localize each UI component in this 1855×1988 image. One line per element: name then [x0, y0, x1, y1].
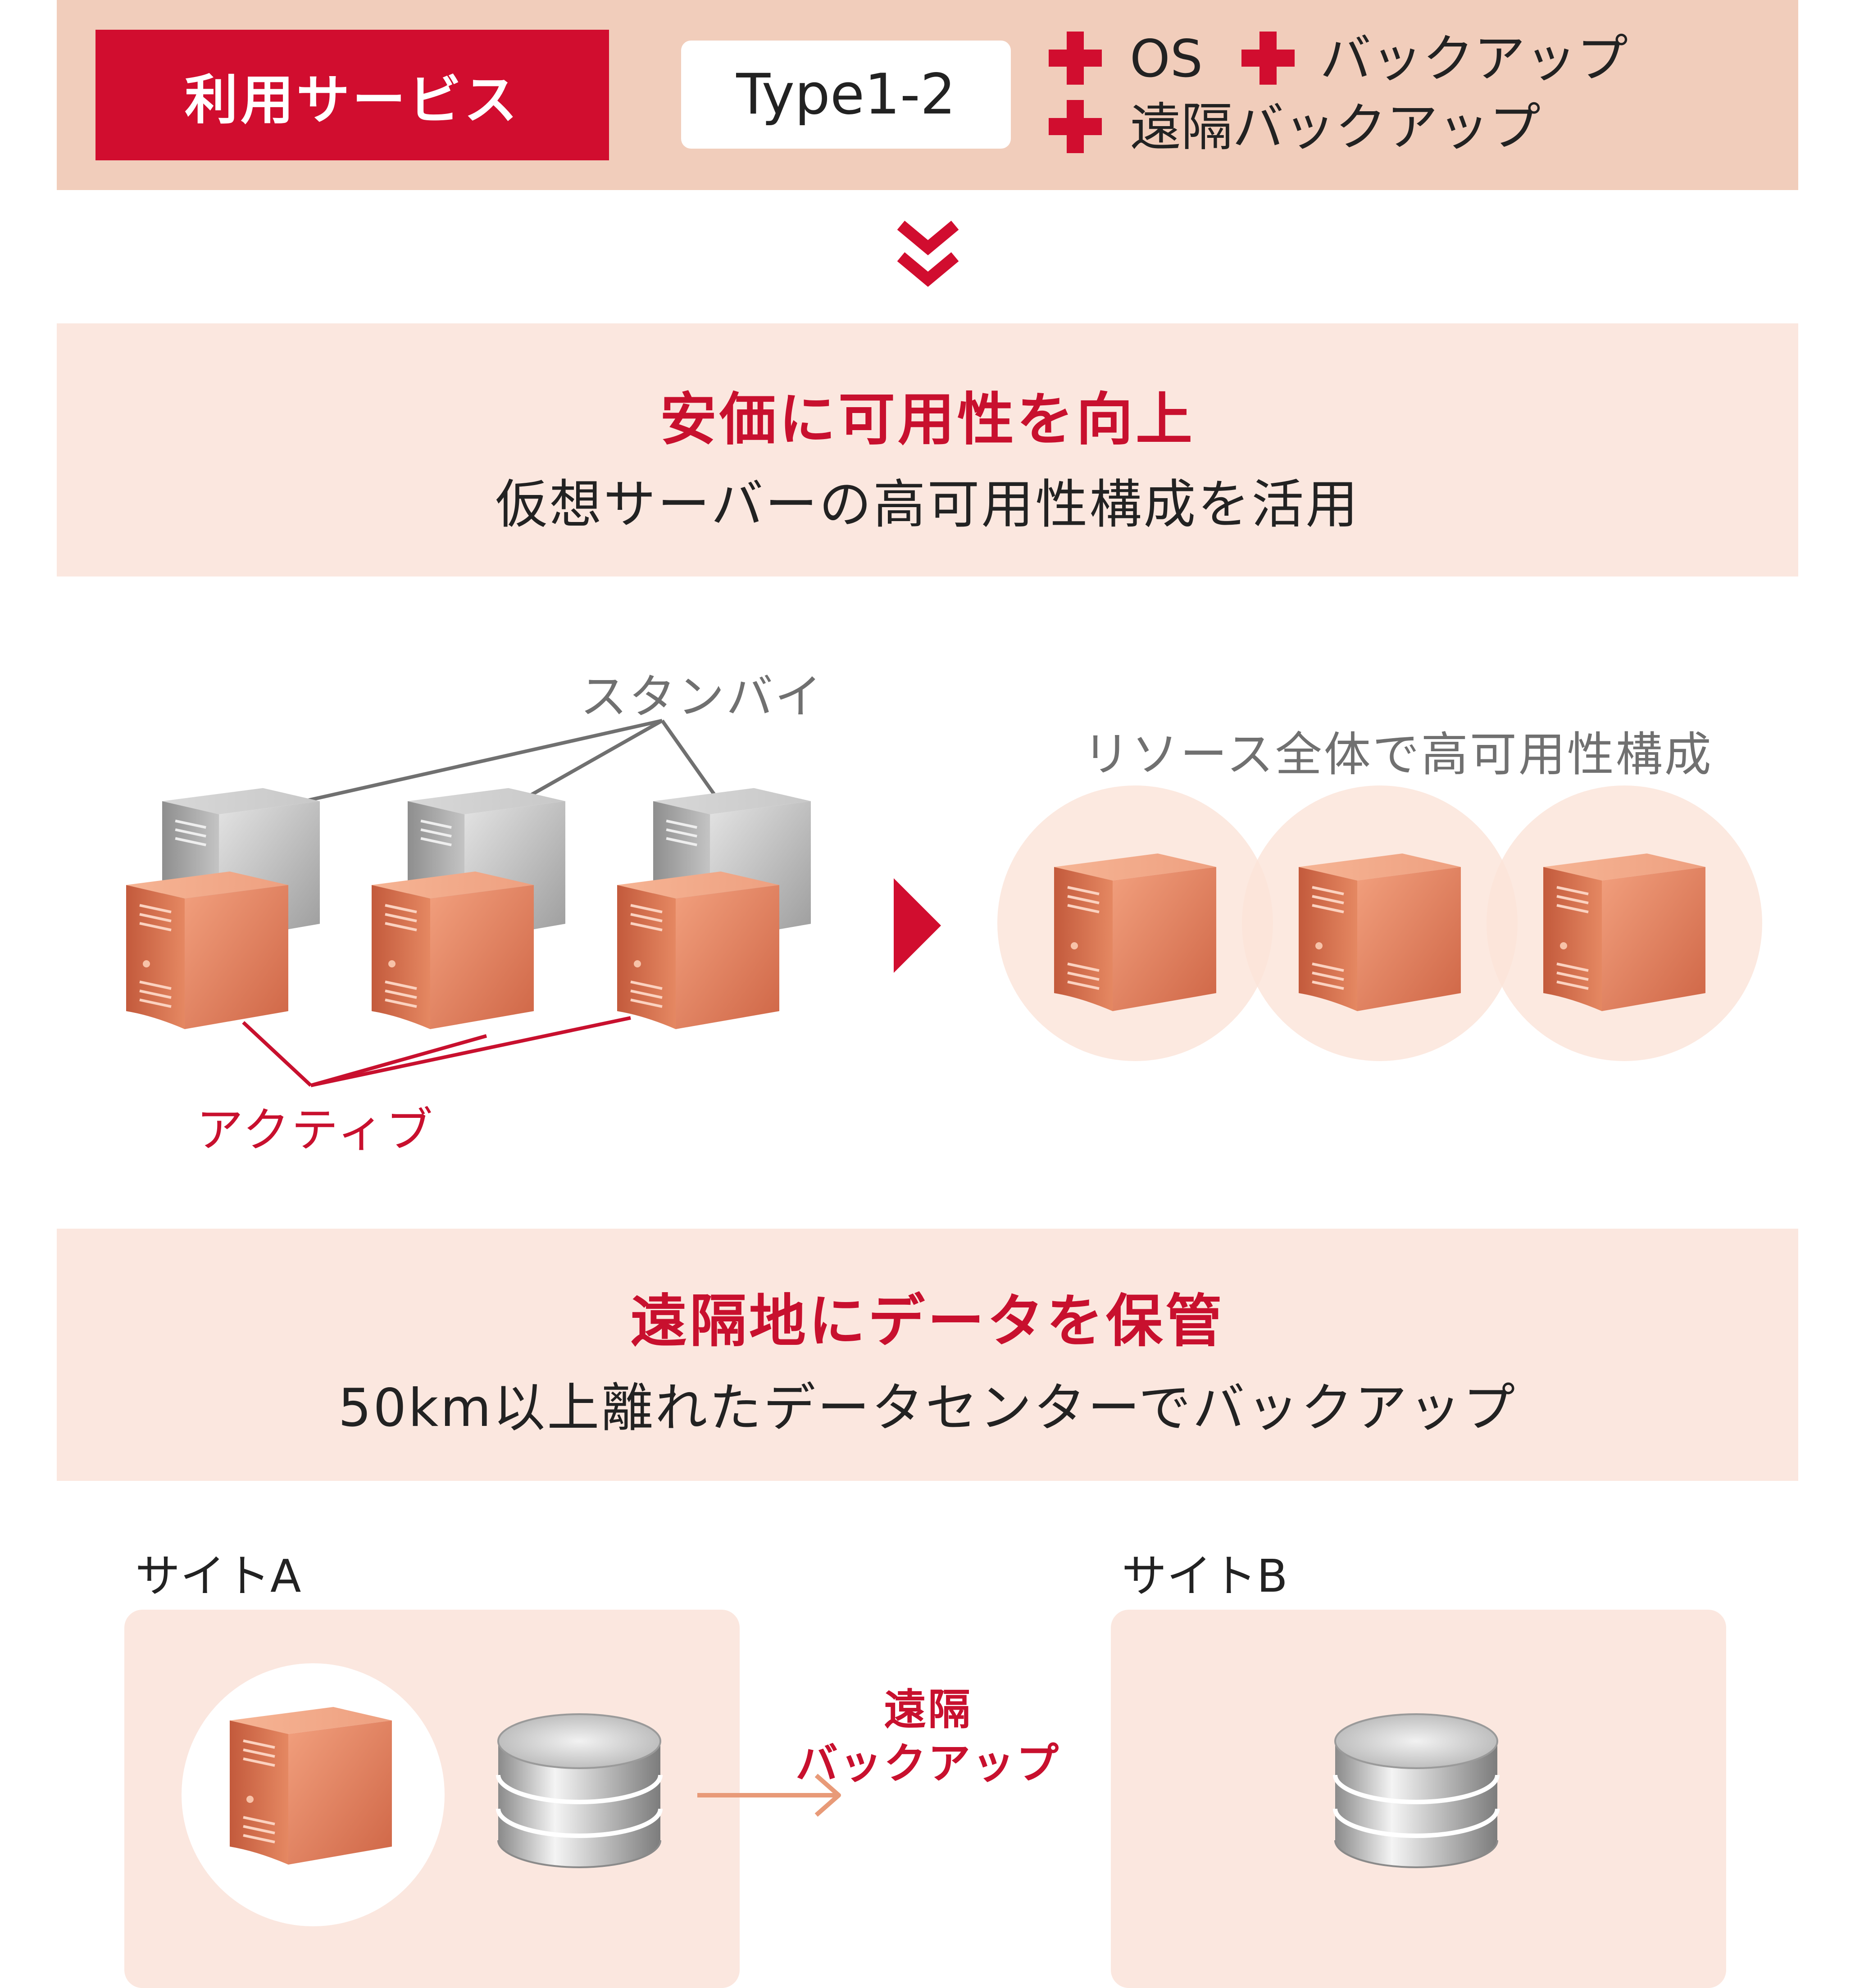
addon-backup: バックアップ — [1320, 29, 1628, 89]
connector-lines — [242, 719, 718, 1087]
feature1-band — [57, 323, 1798, 576]
server-icon — [230, 1698, 392, 1869]
active-label: アクティブ — [196, 1103, 435, 1157]
database-icon — [494, 1710, 665, 1872]
feature2-band — [57, 1229, 1798, 1481]
resource-label: リソース全体で高可用性構成 — [1083, 727, 1713, 782]
server-icon — [1054, 847, 1216, 1013]
plus-icon — [1049, 32, 1102, 85]
feature2-title: 遠隔地にデータを保管 — [630, 1288, 1225, 1354]
standby-label: スタンバイ — [580, 669, 824, 724]
triangle-right-icon — [894, 878, 941, 973]
arrow-right-icon — [697, 1774, 841, 1817]
chevron-double-down-icon — [897, 221, 959, 287]
server-icon — [1543, 847, 1705, 1013]
site-a-label: サイトA — [135, 1550, 301, 1602]
service-label: 利用サービス — [95, 30, 609, 160]
database-icon — [1331, 1710, 1502, 1872]
plus-icon — [1049, 100, 1102, 153]
service-type: Type1-2 — [681, 41, 1011, 149]
addon-os: OS — [1130, 29, 1203, 89]
server-icon — [1299, 847, 1461, 1013]
remote-backup-label-2: バックアップ — [795, 1739, 1060, 1788]
site-b-label: サイトB — [1122, 1550, 1288, 1602]
server-icon — [126, 865, 288, 1031]
plus-icon — [1241, 32, 1295, 85]
addon-remote-backup: 遠隔バックアップ — [1130, 97, 1541, 157]
feature1-subtitle: 仮想サーバーの高可用性構成を活用 — [495, 474, 1360, 535]
server-icon — [617, 865, 779, 1031]
feature1-title: 安価に可用性を向上 — [660, 386, 1195, 453]
server-icon — [372, 865, 534, 1031]
feature2-subtitle: 50km以上離れたデータセンターでバックアップ — [338, 1378, 1517, 1439]
remote-backup-label-1: 遠隔 — [883, 1685, 972, 1734]
